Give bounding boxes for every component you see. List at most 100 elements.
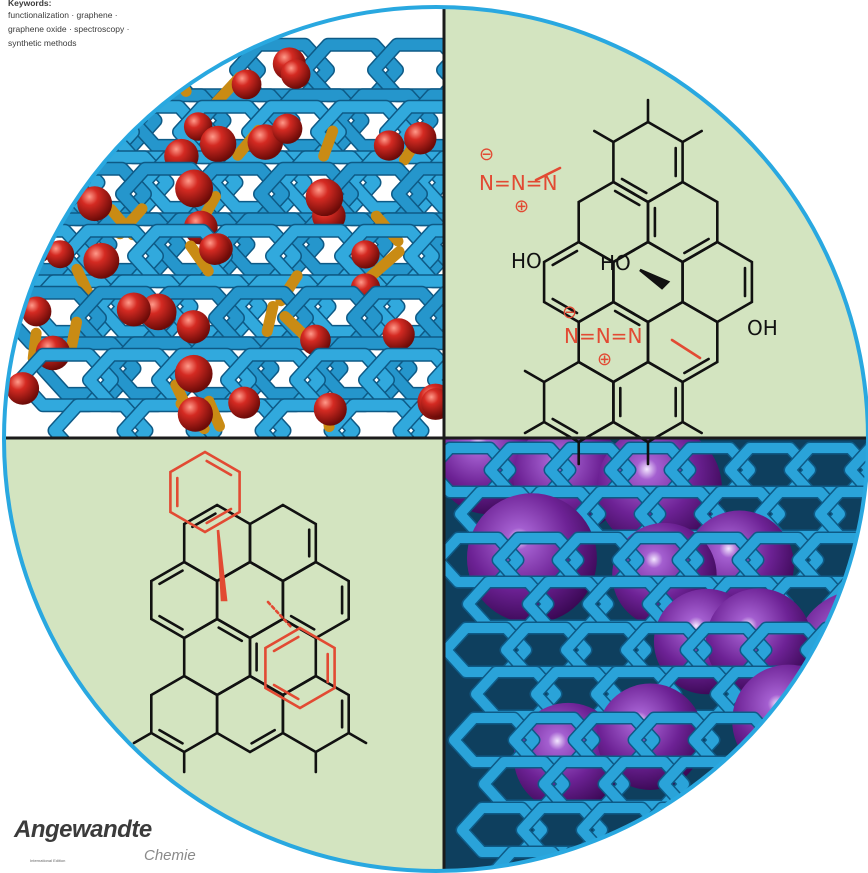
lattice-bond [444,443,515,497]
double-bond [289,614,316,631]
oxygen-atom [88,78,119,109]
lattice-bond [301,275,404,338]
phosphate-bond [48,84,66,121]
hydroxyl-label-1: HO [511,249,542,273]
lattice-bond [853,533,868,587]
potassium-atom [768,774,868,871]
lattice-bond [779,757,868,811]
minus-charge-2: ⊖ [562,302,577,323]
lattice-bond [839,757,868,811]
oxygen-atom [21,296,52,327]
double-bond [272,635,300,653]
phosphate-bond [318,125,339,162]
ring-bond [169,450,241,534]
double-bond [683,357,710,375]
oxygen-atom [313,392,347,426]
lattice-bond [851,531,868,589]
keywords-heading: Keywords: [8,0,52,8]
double-bond [250,728,277,745]
lattice-bond [757,803,847,857]
lattice-bond [151,213,254,276]
oxygen-atom [46,240,75,269]
phosphate-bond [365,246,405,283]
potassium-atom [748,778,868,871]
phosphate-bond [27,327,42,364]
lattice-bond [665,845,759,871]
plus-charge-1: ⊕ [514,196,529,217]
double-bond [217,626,244,643]
oxygen-atom [174,354,213,393]
lattice-bond [725,845,819,871]
logo-sub: Chemie [144,847,196,864]
double-bond [613,309,641,327]
double-bond [158,728,184,745]
phosphate-bond [54,148,82,185]
lattice-bond [695,801,789,859]
phosphate-bond [65,316,83,353]
oxygen-atom [199,125,237,163]
lattice-bond [545,845,639,871]
lattice-bond [444,533,523,587]
methyl-stub [593,129,615,144]
methyl-stub [347,731,368,745]
double-bond [620,177,648,195]
lattice-bond [845,845,868,871]
methyl-stub [523,420,546,435]
methyl-stub [681,129,703,144]
lattice-bond [449,713,539,767]
oxygen-atom [404,122,437,155]
double-bond [613,189,641,207]
lattice-bond [4,89,92,152]
oxygen-atom [4,88,41,126]
phenyl-graphene-structure [132,450,368,774]
lattice-bond [49,399,152,438]
lattice-bond [831,667,868,721]
lattice-bond [637,803,727,857]
lattice-bond [605,845,699,871]
lattice-bond [807,711,868,769]
double-bond [551,297,579,315]
oxygen-atom [6,372,40,405]
double-bond [158,569,184,586]
double-bond [683,237,710,255]
oxygen-atom [176,310,211,344]
lattice-bond [4,99,71,165]
oxygen-atom [305,178,344,217]
diazonium-graphene-structure [523,98,754,466]
diazo-bond [534,166,562,182]
oxygen-atom [175,169,214,208]
lattice-bond [755,801,849,859]
lattice-bond [547,847,637,871]
methyl-stub [593,420,615,435]
double-bond [158,614,184,631]
oxygen-atom [199,233,231,265]
lattice-bond [118,399,221,438]
lattice-bond [256,399,359,438]
diazo-label-2: N=N=N [564,324,642,348]
double-bond [191,512,217,529]
lattice-bond [457,803,547,857]
minus-charge-1: ⊖ [479,144,494,165]
lattice-bond [607,847,697,871]
wedge-bond [639,268,671,290]
oxygen-atom [351,240,380,269]
lattice-bond [801,623,868,677]
hydroxyl-label-2: HO [600,251,631,275]
plus-charge-2: ⊕ [597,349,612,370]
keywords-line: functionalization · graphene · [8,10,118,20]
panel-phenyl-structure [4,438,444,871]
lattice-bond [14,349,118,411]
double-bond [205,459,233,477]
lattice-bond [220,213,323,276]
lattice-bond [635,801,729,859]
oxygen-atom [300,324,331,356]
double-bond [205,507,233,525]
cover-rim [2,5,868,873]
lattice-bond [334,89,437,152]
lattice-bond [244,337,347,400]
keywords-line: graphene oxide · spectroscopy · [8,24,130,34]
lattice-bond [777,755,868,813]
methyl-stub [132,731,153,745]
logo-tagline: International Edition [30,858,66,863]
oxygen-atom [83,242,120,279]
